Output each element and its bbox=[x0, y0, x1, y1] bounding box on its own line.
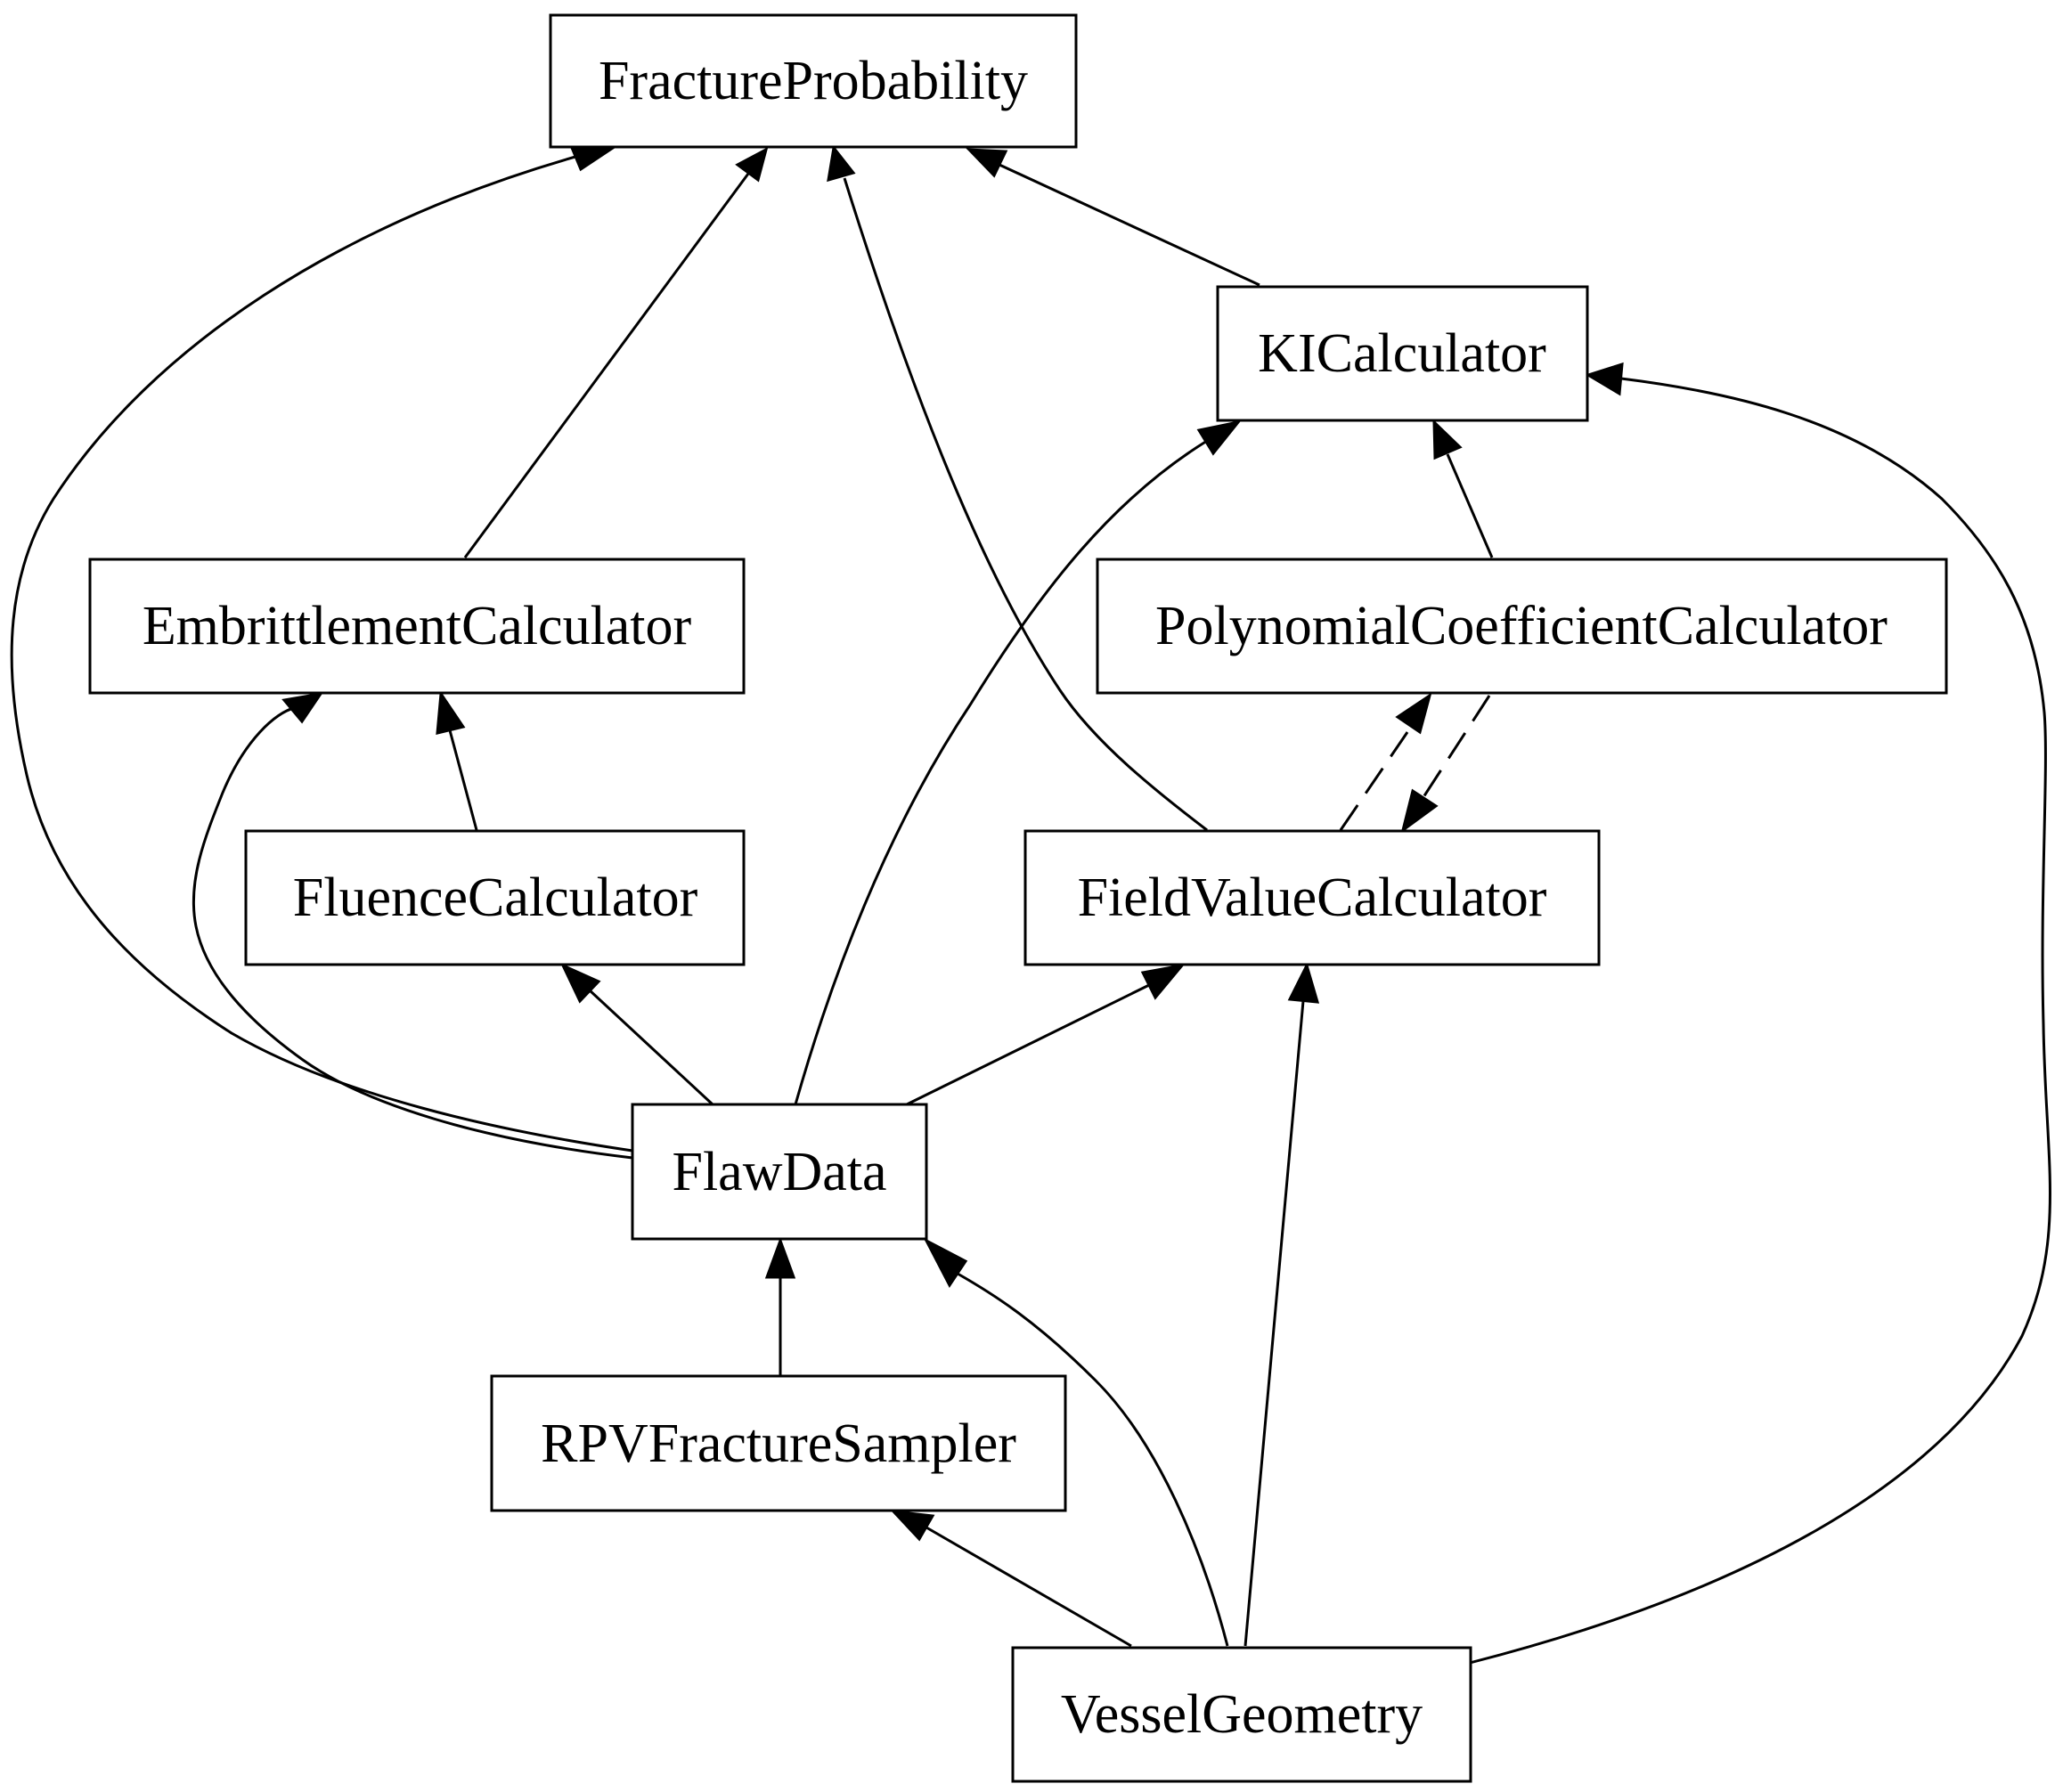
node-polynomial-coefficient-calculator: PolynomialCoefficientCalculator bbox=[1096, 558, 1948, 695]
edge-polynomial-to-kicalculator bbox=[1446, 453, 1494, 558]
node-label: KICalculator bbox=[1258, 323, 1546, 384]
node-ki-calculator: KICalculator bbox=[1216, 285, 1589, 422]
arrowhead-icon bbox=[1287, 961, 1320, 1004]
edge-flawdata-to-fluence bbox=[588, 989, 714, 1106]
edges bbox=[10, 142, 2051, 1665]
node-label: PolynomialCoefficientCalculator bbox=[1155, 596, 1888, 656]
edge-flawdata-to-kicalculator bbox=[794, 439, 1208, 1105]
node-label: VesselGeometry bbox=[1061, 1684, 1423, 1745]
node-label: FractureProbability bbox=[599, 51, 1028, 111]
edge-kicalculator-to-fractureprobability bbox=[999, 163, 1260, 287]
node-vessel-geometry: VesselGeometry bbox=[1011, 1646, 1472, 1783]
node-flaw-data: FlawData bbox=[631, 1103, 928, 1241]
arrowhead-icon bbox=[281, 691, 324, 724]
arrowhead-icon bbox=[827, 144, 856, 183]
edge-vesselgeometry-to-kicalculator bbox=[1469, 377, 2051, 1665]
arrowhead-icon bbox=[1196, 419, 1242, 456]
node-rpv-fracture-sampler: RPVFractureSampler bbox=[490, 1374, 1067, 1512]
edge-polynomial-to-fieldvalue bbox=[1422, 695, 1491, 798]
node-label: RPVFractureSampler bbox=[541, 1413, 1016, 1474]
node-label: FluenceCalculator bbox=[293, 867, 698, 928]
node-label: FieldValueCalculator bbox=[1078, 867, 1547, 928]
node-label: EmbrittlementCalculator bbox=[143, 596, 692, 656]
node-fluence-calculator: FluenceCalculator bbox=[244, 829, 746, 966]
arrowhead-icon bbox=[1432, 419, 1463, 460]
edge-flawdata-to-embrittlement bbox=[192, 706, 633, 1160]
edge-flawdata-to-fieldvalue bbox=[906, 983, 1150, 1106]
arrowhead-icon bbox=[559, 962, 601, 1004]
edge-vesselgeometry-to-rpvsampler bbox=[925, 1526, 1132, 1648]
edge-fluence-to-embrittlement bbox=[448, 729, 478, 831]
arrowhead-icon bbox=[735, 147, 769, 183]
arrowhead-icon bbox=[890, 1510, 935, 1542]
arrowhead-icon bbox=[923, 1237, 968, 1288]
arrowhead-icon bbox=[1585, 362, 1624, 396]
node-embrittlement-calculator: EmbrittlementCalculator bbox=[88, 558, 746, 695]
node-fracture-probability: FractureProbability bbox=[549, 13, 1078, 149]
edge-fieldvalue-to-polynomial bbox=[1339, 731, 1409, 831]
edge-vesselgeometry-to-flawdata bbox=[957, 1272, 1229, 1647]
node-label: FlawData bbox=[672, 1142, 886, 1202]
arrowhead-icon bbox=[436, 689, 466, 735]
arrowhead-icon bbox=[1400, 788, 1439, 834]
edge-vesselgeometry-to-fieldvalue bbox=[1244, 1000, 1305, 1647]
arrowhead-icon bbox=[1395, 692, 1432, 735]
arrowhead-icon bbox=[764, 1236, 796, 1279]
arrowhead-icon bbox=[966, 148, 1008, 178]
arrowhead-icon bbox=[1140, 963, 1186, 1000]
edge-fieldvalue-to-fractureprobability bbox=[843, 177, 1208, 832]
node-field-value-calculator: FieldValueCalculator bbox=[1023, 829, 1601, 966]
edge-embrittlement-to-fractureprobability bbox=[463, 173, 750, 558]
